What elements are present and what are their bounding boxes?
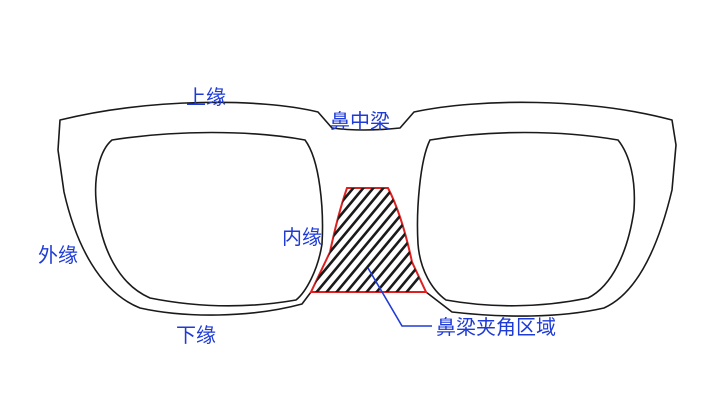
label-bottom-rim: 下缘 [176, 323, 216, 347]
right-lens [416, 131, 636, 307]
label-inner-rim: 内缘 [282, 225, 322, 249]
label-top-rim: 上缘 [186, 85, 226, 109]
label-outer-rim: 外缘 [38, 243, 78, 267]
label-bridge: 鼻中梁 [330, 109, 390, 133]
nose-pad-leader-line [367, 267, 432, 327]
left-lens [94, 131, 324, 307]
label-nose-pad-area: 鼻梁夹角区域 [436, 315, 556, 339]
